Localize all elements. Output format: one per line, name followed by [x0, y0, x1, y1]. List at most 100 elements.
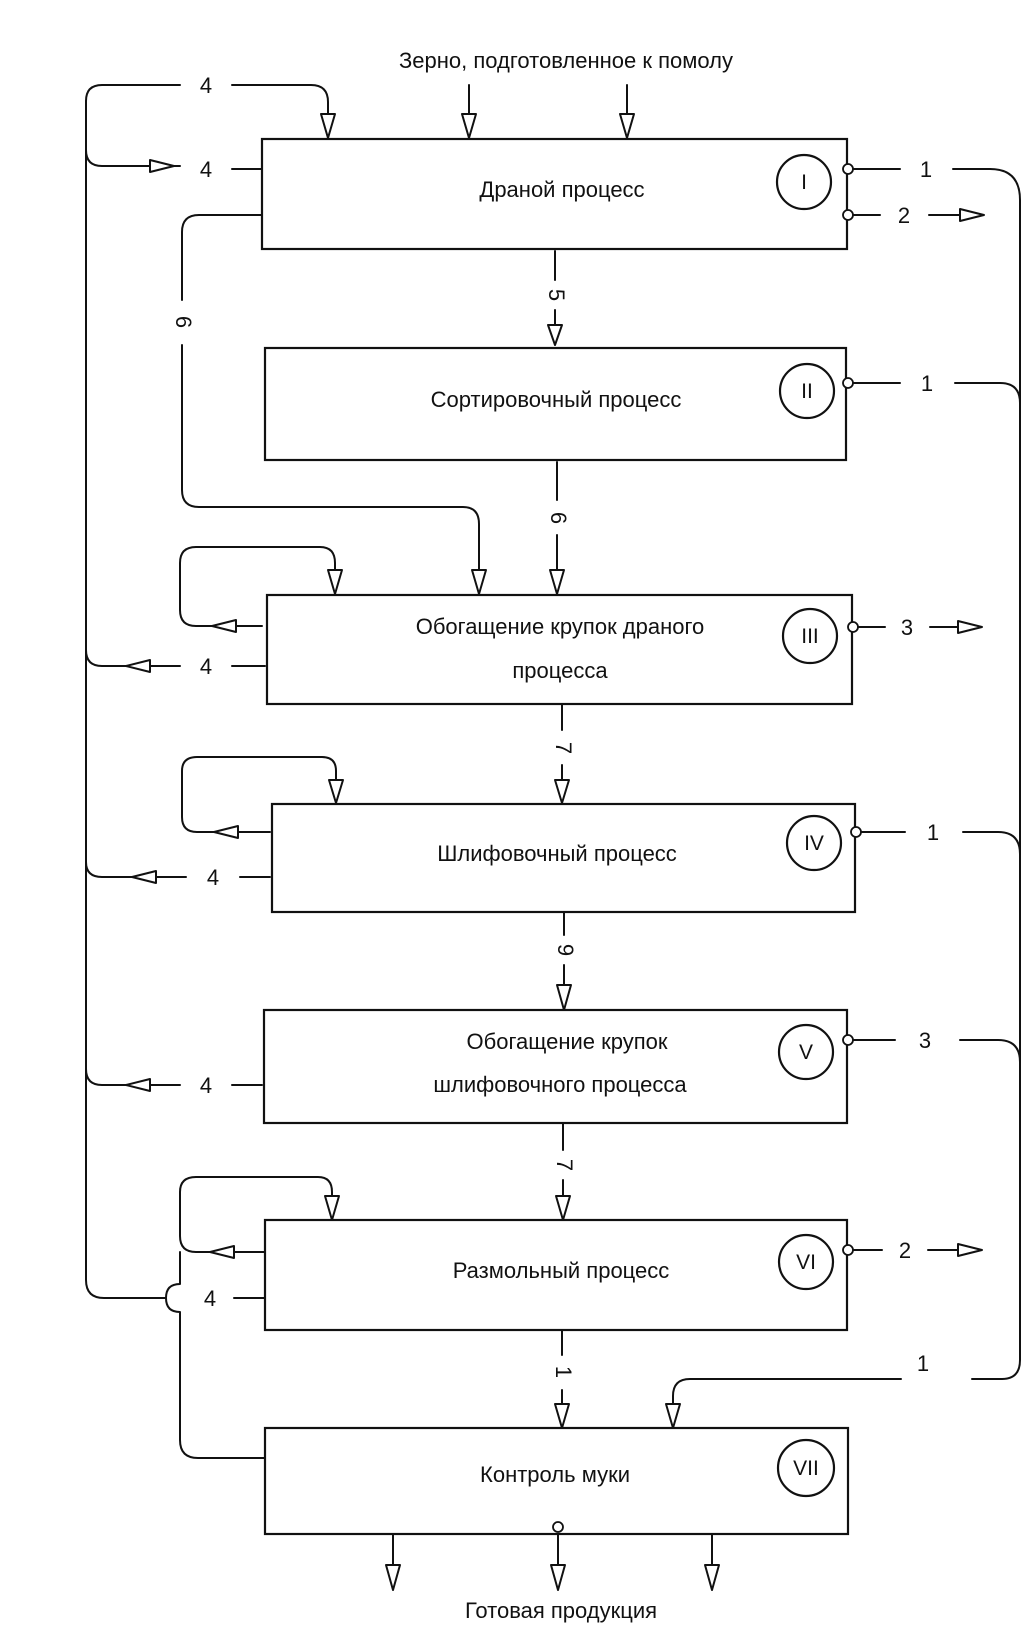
flow-label: 6 [546, 512, 571, 524]
flow-label: 4 [200, 1073, 212, 1098]
arrowhead-down [320, 113, 336, 139]
output-port [842, 209, 854, 221]
stage3-left-line [85, 649, 181, 667]
arrowhead-left [213, 825, 239, 839]
output-port [842, 377, 854, 389]
arrowhead-right [959, 208, 985, 222]
stage3-self-loop-line [179, 546, 336, 627]
top-recycle-line [231, 84, 329, 131]
flow-label: 2 [899, 1238, 911, 1263]
arrowhead-down [556, 984, 572, 1011]
arrowhead-left [125, 1078, 151, 1092]
stage-label-line-1: Обогащение крупок [467, 1029, 668, 1054]
flow-label: 4 [207, 865, 219, 890]
arrowhead-down [547, 324, 563, 346]
arrowhead-down [554, 1403, 570, 1429]
flow-labels: 4 4 1 2 5 6 1 6 4 3 7 4 1 9 4 3 7 4 2 1 … [171, 73, 939, 1378]
flow-label: 1 [927, 820, 939, 845]
process-stage-4: Шлифовочный процесс IV [270, 802, 862, 914]
output-port [552, 1521, 564, 1533]
arrowhead-left [209, 1245, 235, 1259]
stage-label-line-2: процесса [512, 658, 608, 683]
output-label: Готовая продукция [465, 1598, 657, 1623]
stage-number-circle [777, 1233, 835, 1291]
stage-number: V [799, 1041, 813, 1064]
input-label: Зерно, подготовленное к помолу [399, 48, 733, 73]
arrowhead-down [555, 1195, 571, 1221]
arrowhead-down [327, 569, 343, 595]
stage-number-circle [785, 814, 843, 872]
flow-label: 5 [544, 289, 569, 301]
arrowheads [125, 113, 985, 1591]
flow-label: 3 [919, 1028, 931, 1053]
arrowhead-down [471, 569, 487, 595]
arrowhead-down [328, 779, 344, 804]
output-port [842, 1244, 854, 1256]
arrowhead-down [619, 113, 635, 139]
stage5-right-line [959, 1039, 1021, 1063]
flow-label: 4 [200, 654, 212, 679]
flow-label: 4 [204, 1286, 216, 1311]
stage1-left-line [85, 149, 181, 167]
stage-number: VII [793, 1457, 819, 1480]
process-box [263, 1218, 849, 1332]
flow-label: 4 [200, 157, 212, 182]
arrowhead-left [125, 659, 151, 673]
stage4-left-line [85, 861, 187, 878]
output-port [842, 1034, 854, 1046]
flow-label: 2 [898, 203, 910, 228]
top-recycle-line [85, 84, 181, 102]
arrowhead-left [131, 870, 157, 884]
stage-label-line-1: Обогащение крупок драного [416, 614, 705, 639]
process-box [270, 802, 857, 914]
arrowhead-right [957, 1243, 983, 1257]
stage-label: Размольный процесс [453, 1258, 670, 1283]
stage4-right-line [962, 831, 1021, 855]
flow-label: 6 [171, 316, 196, 328]
flow-label: 9 [553, 944, 578, 956]
stage-number: IV [804, 832, 824, 855]
stage-number: I [801, 171, 807, 194]
stage-number-circle [777, 1023, 835, 1081]
stage-label: Драной процесс [479, 177, 644, 202]
process-stage-2: Сортировочный процесс II [263, 346, 854, 462]
arrowhead-down [324, 1195, 340, 1221]
stage-number: VI [796, 1251, 816, 1274]
arrowhead-left [211, 619, 237, 633]
stage-number-circle [776, 1438, 836, 1498]
flow-label: 7 [552, 1159, 577, 1171]
process-box [263, 346, 848, 462]
arrowhead-down [704, 1564, 720, 1591]
flow-label: 1 [921, 371, 933, 396]
output-port [847, 621, 859, 633]
stage1-to-stage3-line [181, 214, 263, 301]
arrowhead-down [461, 113, 477, 139]
flow-label: 1 [551, 1366, 576, 1378]
process-box [262, 1008, 849, 1125]
stage-number-circle [778, 362, 836, 420]
output-port [842, 163, 854, 175]
flow-label: 3 [901, 615, 913, 640]
stage-label: Контроль муки [480, 1462, 630, 1487]
flow-label: 7 [551, 742, 576, 754]
stage2-right-line [954, 382, 1021, 404]
stage1-right-line [952, 168, 1021, 1380]
process-stage-5: Обогащение крупок шлифовочного процесса … [262, 1008, 854, 1125]
stage4-self-loop-line [181, 756, 337, 833]
process-stage-6: Размольный процесс VI [263, 1218, 854, 1332]
stage1-to-stage3-line [181, 344, 480, 573]
flow-label: 1 [917, 1351, 929, 1376]
arrowhead-down [554, 779, 570, 804]
stage-label: Сортировочный процесс [431, 387, 682, 412]
arrowhead-down [385, 1564, 401, 1591]
process-box [265, 593, 854, 706]
process-stage-3: Обогащение крупок драного процесса III [265, 593, 859, 706]
stage6-self-loop-line [179, 1176, 333, 1253]
stage6-left-line [165, 1251, 266, 1459]
arrowhead-right [957, 620, 983, 634]
process-stage-7: Контроль муки VII [263, 1426, 850, 1536]
output-port [850, 826, 862, 838]
stage5-left-line [85, 1068, 181, 1086]
process-stage-1: Драной процесс I [260, 137, 854, 251]
